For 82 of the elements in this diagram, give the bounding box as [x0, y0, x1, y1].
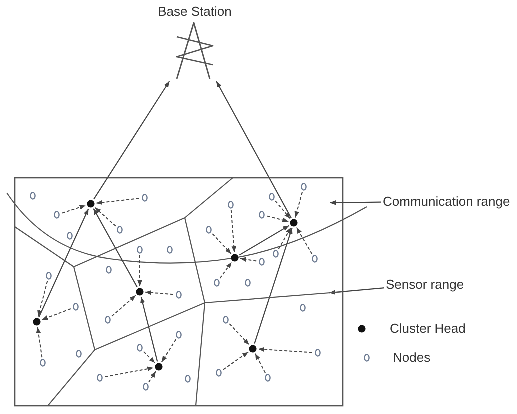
dashed-arrow [275, 200, 291, 220]
legend-label: Nodes [393, 350, 431, 365]
sensor-node-circle [105, 316, 111, 324]
dashed-arrow [62, 205, 86, 214]
dashed-arrow [220, 262, 232, 279]
arrow [239, 225, 290, 256]
sensor-node-circle [176, 331, 182, 339]
dashed-arrow [266, 216, 290, 223]
sensor-node-circle [228, 201, 234, 209]
dashed-arrow [278, 227, 292, 250]
dashed-arrow [223, 352, 249, 370]
sensor-node-circle [46, 272, 52, 280]
station-label: Base Station [157, 4, 233, 19]
sensor-node-circle [54, 211, 60, 219]
dashed-arrow [138, 255, 142, 287]
sensor-node-circle [142, 194, 148, 202]
sensor-node-circle [312, 255, 318, 263]
dashed-arrow [240, 257, 258, 262]
sensor-node-circle [300, 304, 306, 312]
cluster-head-dot [87, 200, 95, 208]
dashed-arrow [296, 227, 313, 255]
sensor-node-circle [259, 211, 265, 219]
sensor-node-circle [137, 344, 143, 352]
sensor-node-circle [185, 375, 191, 383]
dashed-arrow [148, 371, 156, 383]
dashed-arrow [94, 207, 116, 227]
cluster-head-dot [136, 288, 144, 296]
sensor-node-circle [97, 374, 103, 382]
dashed-arrow [294, 192, 303, 218]
arrow [94, 81, 170, 200]
arrow [140, 297, 158, 362]
arrow [38, 208, 90, 318]
sensor-node-circle [117, 226, 123, 234]
sensor-node-circle [273, 250, 279, 258]
cluster-head-dot [33, 318, 41, 326]
dashed-arrow [230, 210, 237, 253]
arrow [93, 208, 138, 288]
sensor-node-circle [143, 383, 149, 391]
cluster-head-dot [249, 345, 257, 353]
dashed-arrow [96, 198, 140, 206]
sensor-node-circle [40, 359, 46, 367]
sensor-node-circle [269, 193, 275, 201]
sensor-node-circle [106, 266, 112, 274]
sensor-node-circle [76, 350, 82, 358]
dashed-arrow [212, 234, 232, 254]
arrow [254, 228, 293, 344]
callout-label: Sensor range [386, 277, 464, 292]
arrow [216, 81, 292, 218]
dashed-arrow [42, 308, 72, 320]
dashed-arrow [161, 339, 177, 363]
sensor-node-circle [265, 374, 271, 382]
dashed-arrow [145, 290, 174, 296]
dashed-arrow [104, 366, 154, 378]
dashed-arrow [255, 353, 266, 374]
cell-border [204, 291, 344, 304]
cluster-head-dot [231, 254, 239, 262]
sensor-node-circle [315, 349, 321, 357]
callout-label: Communication range [383, 194, 510, 209]
sensor-node-circle [167, 246, 173, 254]
dashed-arrow [143, 351, 156, 364]
cluster-head-dot [155, 363, 163, 371]
sensor-node-circle [30, 192, 36, 200]
sensor-node-circle [73, 303, 79, 311]
dashed-arrow [36, 326, 43, 358]
leader-arrow [330, 200, 382, 206]
dashed-arrow [112, 295, 136, 317]
sensor-node-circle [223, 316, 229, 324]
sensor-node-circle [206, 226, 212, 234]
sensor-node-circle [67, 232, 73, 240]
sensor-node-circle [301, 183, 307, 191]
cluster-head-dot [290, 219, 298, 227]
legend-label: Cluster Head [390, 321, 466, 336]
dashed-arrow [229, 324, 250, 346]
sensor-node-circle [176, 291, 182, 299]
leader-arrow [329, 288, 385, 295]
sensor-node-circle [216, 369, 222, 377]
sensor-node-circle [214, 279, 220, 287]
dashed-arrow [258, 347, 313, 354]
sensor-node-circle [245, 279, 251, 287]
sensor-node-circle [259, 258, 265, 266]
sensor-node-circle [137, 246, 143, 254]
dashed-arrow [38, 280, 48, 318]
